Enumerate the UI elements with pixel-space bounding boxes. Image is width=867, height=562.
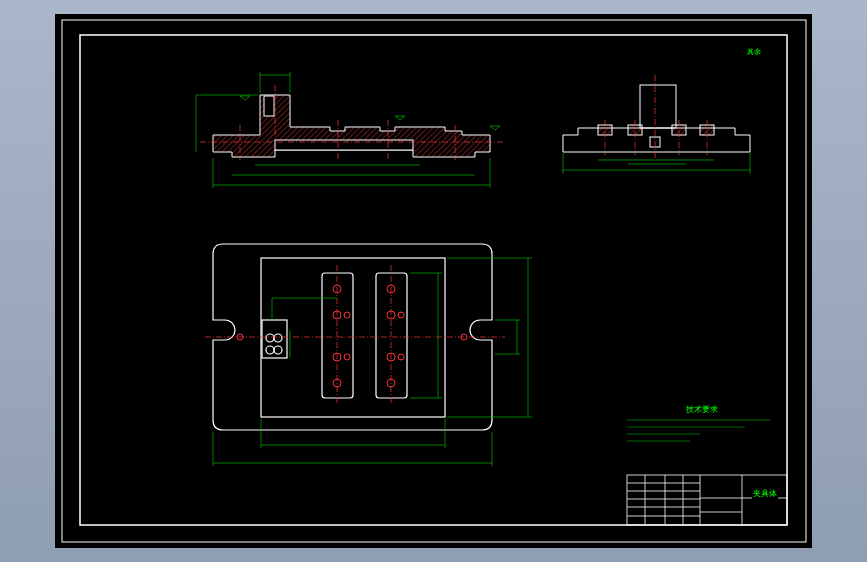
notes-heading: 技术要求 [685,406,719,415]
surface-note: 其余 [746,49,762,57]
part-name: 夹具体 [752,490,778,499]
